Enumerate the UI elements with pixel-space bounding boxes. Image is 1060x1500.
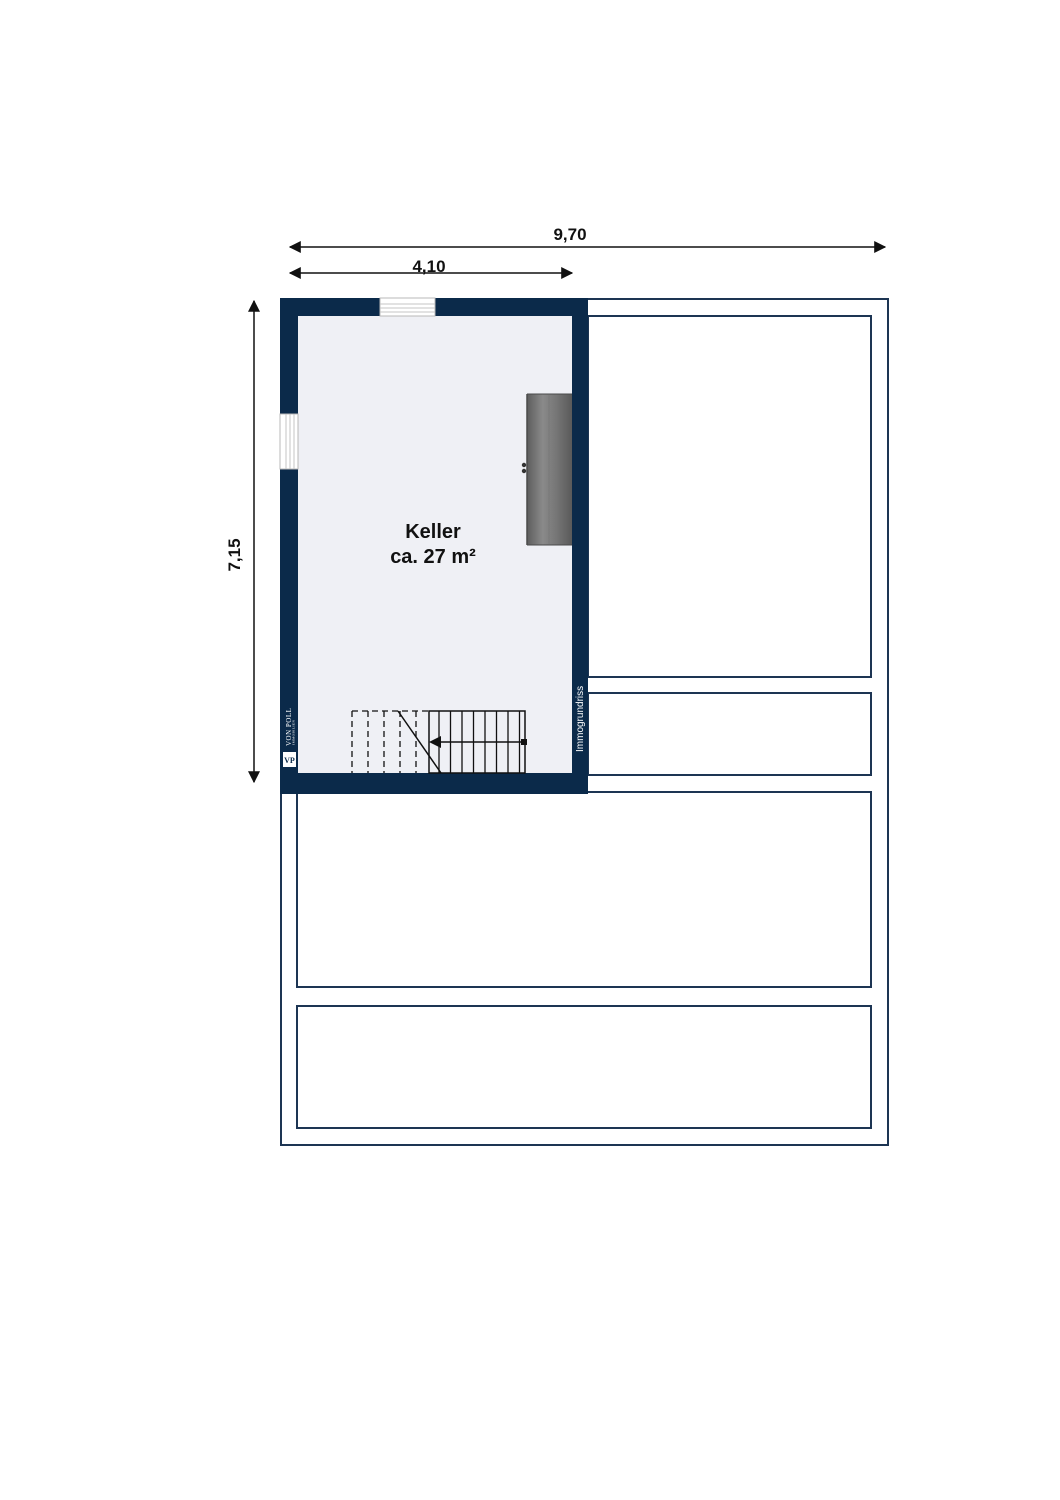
dimension-lines: 9,70 4,10 7,15	[225, 225, 887, 784]
window-top	[379, 297, 436, 317]
stair-cut-line	[397, 710, 442, 774]
dim-room-width: 4,10	[412, 257, 445, 276]
staircase	[351, 710, 527, 774]
area-mid-right	[587, 692, 872, 776]
cabinet-handle-icon	[521, 462, 527, 468]
logo-sub: IMMOBILIEN	[292, 720, 296, 745]
area-upper-right	[587, 315, 872, 678]
cabinet	[521, 393, 572, 546]
room-name: Keller	[405, 521, 461, 543]
area-lower-2	[296, 1005, 872, 1129]
logo-brand: VON POLL	[285, 708, 293, 746]
keller-room: VP VON POLL IMMOBILIEN Immogrundriss Kel…	[279, 297, 588, 794]
logo-mark: VP	[284, 756, 295, 765]
window-left	[279, 413, 299, 470]
stair-arrow-icon	[429, 736, 441, 748]
room-area: ca. 27 m²	[390, 546, 476, 568]
watermark-text: Immogrundriss	[575, 686, 586, 752]
dim-total-width: 9,70	[553, 225, 586, 244]
area-lower-1	[296, 791, 872, 988]
von-poll-logo: VP VON POLL IMMOBILIEN	[283, 708, 296, 767]
cabinet-handle-icon	[521, 468, 527, 474]
dim-height: 7,15	[225, 538, 244, 571]
logo-mark-icon	[283, 752, 296, 767]
stair-start-marker	[521, 739, 527, 745]
